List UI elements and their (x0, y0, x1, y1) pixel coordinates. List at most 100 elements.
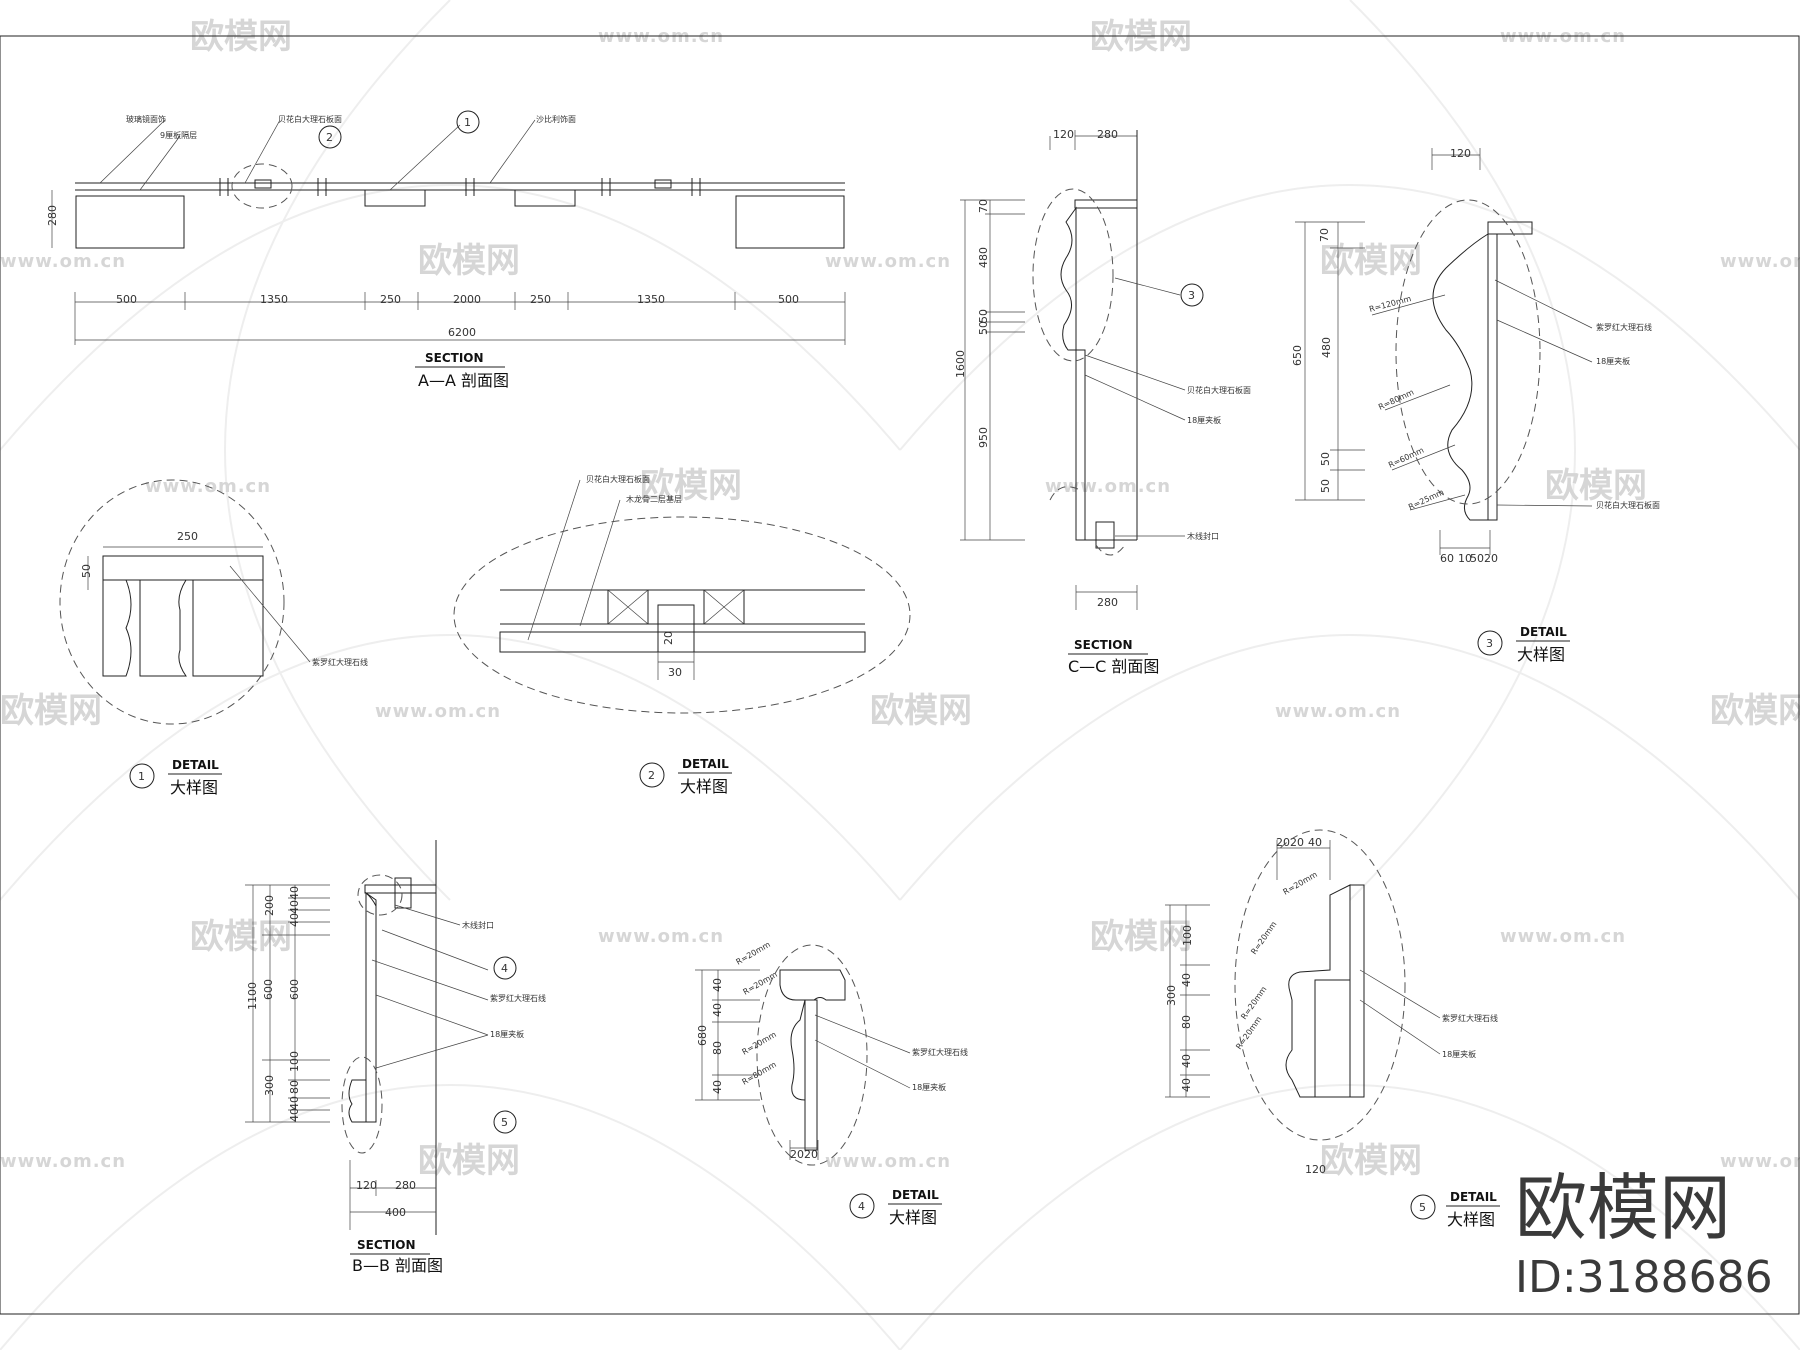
callout-circle (318, 125, 342, 149)
dim-label: 40 (1180, 973, 1193, 987)
watermark-url: www.om.cn (375, 701, 501, 722)
dim-label: 40 (288, 900, 301, 914)
dim-label: 20 (1276, 836, 1290, 849)
dim-label: 250 (530, 293, 551, 306)
dim-label: 280 (1097, 128, 1118, 141)
section-bb: 木线封口 紫罗红大理石线 18厘夹板 4 5 40 40 40 200 600 … (245, 840, 546, 1275)
dim-label: 40 (288, 1096, 301, 1110)
dim-label: 600 (288, 979, 301, 1000)
section-aa-note: 9厘板隔层 (160, 130, 197, 140)
dim-label: 280 (395, 1179, 416, 1192)
watermark-brand: 欧模网 (0, 691, 102, 731)
dim-label: 50 (977, 309, 990, 323)
radius-label: R=20mm (735, 940, 773, 967)
section-title: SECTION (1074, 638, 1133, 652)
detail-3: 120 70 480 50 50 650 60 10 50 20 R=120mm… (1291, 147, 1660, 664)
detail-title: DETAIL (892, 1188, 939, 1202)
radius-label: R=80mm (741, 1060, 779, 1087)
dim-label: 500 (116, 293, 137, 306)
detail-title: DETAIL (1520, 625, 1567, 639)
detail-subtitle: 大样图 (1517, 645, 1565, 664)
dim-label: 100 (1181, 925, 1194, 946)
detail-3-note: 18厘夹板 (1596, 356, 1630, 366)
callout-number: 4 (501, 962, 508, 975)
detail-2-note: 木龙骨二层基层 (626, 494, 682, 504)
detail-number-circle (849, 1193, 875, 1219)
section-title: SECTION (425, 351, 484, 365)
section-aa-panel-joints (219, 178, 701, 196)
dim-label: 40 (711, 978, 724, 992)
dim-label: 280 (1097, 596, 1118, 609)
radius-label: R=80mm (1377, 387, 1415, 411)
section-bb-note: 18厘夹板 (490, 1029, 524, 1039)
callout-number: 3 (1188, 289, 1195, 302)
watermark-brand: 欧模网 (870, 691, 972, 731)
dim-total: 650 (1291, 345, 1304, 366)
dim-label: 40 (711, 1080, 724, 1094)
watermark-url: www.om.cn (1720, 1151, 1800, 1172)
dim-label: 20 (790, 1148, 804, 1161)
detail-3-note: 紫罗红大理石线 (1596, 322, 1652, 332)
watermark-url: www.om.cn (825, 251, 951, 272)
watermark-brand: 欧模网 (1320, 1141, 1422, 1181)
dim-label: 1350 (260, 293, 288, 306)
brand-id: ID:3188686 (1515, 1252, 1773, 1303)
section-aa-molding (514, 189, 576, 207)
section-subtitle: B—B 剖面图 (352, 1256, 443, 1275)
detail-3-note: 贝花白大理石板面 (1596, 500, 1660, 510)
detail-5-note: 紫罗红大理石线 (1442, 1013, 1498, 1023)
dim-label: 80 (288, 1080, 301, 1094)
section-bb-note: 紫罗红大理石线 (490, 993, 546, 1003)
watermark-brand: 欧模网 (640, 466, 742, 506)
detail-marker-2 (231, 163, 293, 209)
callout-number: 2 (326, 131, 333, 144)
detail-1-note: 紫罗红大理石线 (312, 657, 368, 667)
section-cc: 120 280 3 贝花白大理石板面 18厘夹板 木线封口 70 480 (954, 128, 1251, 676)
radius-label: R=60mm (1387, 445, 1425, 469)
detail-title: DETAIL (1450, 1190, 1497, 1204)
watermark-url: www.om.cn (1275, 701, 1401, 722)
brand-badge: 欧模网 ID:3188686 (1515, 1166, 1773, 1303)
section-aa-dim-ticks (74, 292, 846, 345)
dim-label: 120 (1450, 147, 1471, 160)
watermark-brand: 欧模网 (418, 1141, 520, 1181)
dim-label: 20 (804, 1148, 818, 1161)
detail-number: 2 (648, 769, 655, 782)
brand-logo-text: 欧模网 (1515, 1166, 1731, 1250)
dim-total: 6200 (448, 326, 476, 339)
detail-5-note: 18厘夹板 (1442, 1049, 1476, 1059)
dim-label: 80 (1180, 1015, 1193, 1029)
detail-4: 40 40 80 40 680 20 20 R=20mm R=20mm R=20… (695, 940, 968, 1227)
dim-label: 50 (977, 321, 990, 335)
dim-total: 400 (385, 1206, 406, 1219)
section-bb-note: 木线封口 (462, 920, 494, 930)
dim-label: 480 (977, 247, 990, 268)
callout-number: 5 (501, 1116, 508, 1129)
dim-label: 500 (778, 293, 799, 306)
detail-number: 3 (1486, 637, 1493, 650)
detail-subtitle: 大样图 (1447, 1210, 1495, 1229)
watermark-url: www.om.cn (598, 926, 724, 947)
dim-label: 20 (1484, 552, 1498, 565)
dim-label: 250 (380, 293, 401, 306)
detail-number-circle (639, 762, 665, 788)
detail-number-circle (1410, 1194, 1436, 1220)
watermark-brand: 欧模网 (190, 917, 292, 957)
detail-2: 贝花白大理石板面 木龙骨二层基层 20 30 2 DETAIL 大样图 (453, 474, 911, 796)
watermark-brand: 欧模网 (1545, 466, 1647, 506)
dim-total: 1100 (246, 982, 259, 1010)
section-aa: 玻璃镜面饰 9厘板隔层 贝花白大理石板面 沙比利饰面 1 2 280 500 1… (46, 110, 846, 390)
callout-circle (493, 956, 517, 980)
dim-label: 40 (1180, 1054, 1193, 1068)
section-aa-height: 280 (46, 205, 59, 226)
dim-total: 300 (1165, 985, 1178, 1006)
dim-label: 40 (711, 1003, 724, 1017)
watermarks: 欧模网 www.om.cn 欧模网 www.om.cn www.om.cn 欧模… (0, 17, 1800, 1181)
callout-circle (493, 1110, 517, 1134)
detail-subtitle: 大样图 (170, 778, 218, 797)
callout-circle (1180, 283, 1204, 307)
radius-label: R=20mm (742, 970, 780, 997)
detail-5: 20 20 40 100 40 80 40 40 300 120 R=20mm … (1165, 829, 1500, 1229)
